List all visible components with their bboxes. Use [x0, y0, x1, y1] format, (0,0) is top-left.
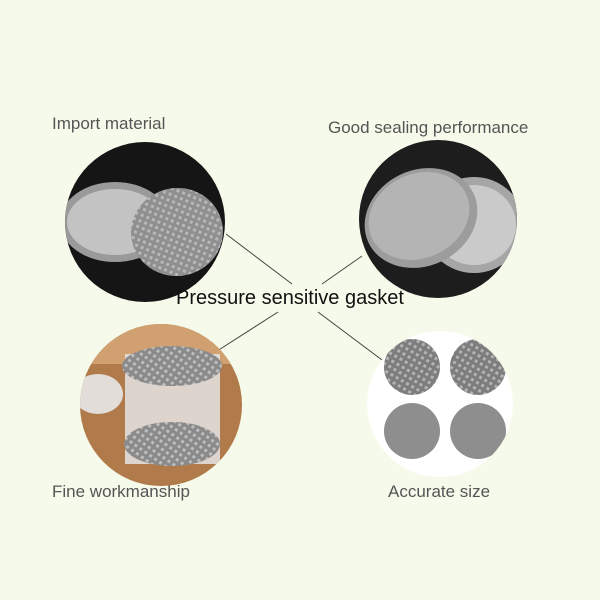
center-title: Pressure sensitive gasket: [176, 287, 404, 309]
photo-import-material: [65, 142, 225, 302]
connector-line-bottom-right: [317, 311, 383, 361]
photo-fine-workmanship: [80, 324, 242, 486]
photo-good-sealing: [359, 140, 517, 298]
feature-label-import-material: Import material: [52, 114, 166, 133]
feature-label-good-sealing: Good sealing performance: [328, 118, 529, 137]
connector-line-top-left: [225, 233, 293, 285]
feature-label-fine-workmanship: Fine workmanship: [52, 482, 190, 501]
photo-accurate-size: [367, 331, 513, 477]
connector-line-bottom-left: [213, 311, 279, 354]
connector-line-top-right: [321, 255, 363, 285]
feature-label-accurate-size: Accurate size: [388, 482, 491, 501]
